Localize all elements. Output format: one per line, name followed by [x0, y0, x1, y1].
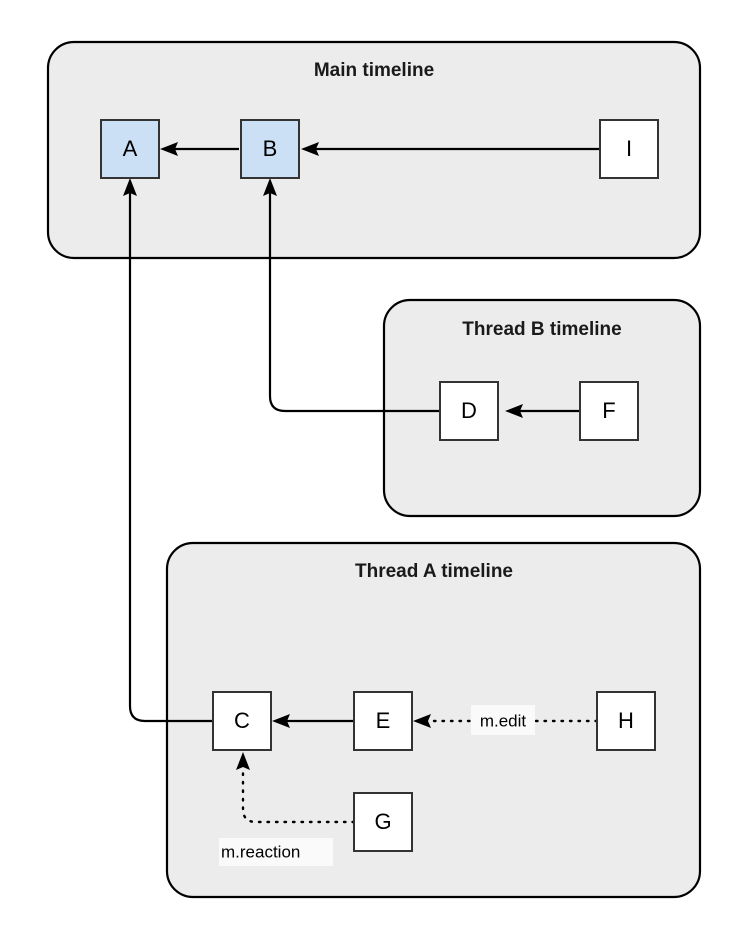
node-i-rect — [599, 119, 659, 179]
node-i-label: I — [626, 136, 632, 161]
node-a-rect — [100, 119, 160, 179]
node-d-rect — [439, 381, 499, 441]
node-e-label: E — [376, 708, 391, 733]
node-f[interactable]: F — [579, 381, 639, 441]
node-f-label: F — [602, 398, 615, 423]
panel-thread-b-timeline[interactable]: Thread B timeline — [382, 298, 702, 518]
edge-e-to-c[interactable] — [272, 714, 354, 728]
edge-e-to-c-arrowhead — [272, 714, 290, 728]
edge-h-to-e-label: m.edit — [480, 711, 527, 730]
edge-g-to-c-line — [241, 766, 356, 824]
edge-c-to-a-line — [128, 190, 213, 723]
node-a-label: A — [123, 136, 138, 161]
panel-thread-b-timeline-rect — [382, 298, 702, 518]
node-g[interactable]: G — [353, 792, 413, 852]
node-h-rect — [596, 691, 656, 751]
node-d-label: D — [461, 398, 477, 423]
edge-h-to-e[interactable]: m.edit — [413, 705, 599, 735]
edge-d-to-b-arrowhead — [263, 178, 277, 196]
edge-i-to-b[interactable] — [301, 142, 600, 156]
node-f-rect — [579, 381, 639, 441]
node-h[interactable]: H — [596, 691, 656, 751]
edge-f-to-d[interactable] — [505, 404, 580, 418]
node-e-rect — [353, 691, 413, 751]
edge-f-to-d-arrowhead — [505, 404, 523, 418]
edge-c-to-a[interactable] — [123, 178, 213, 723]
node-a[interactable]: A — [100, 119, 160, 179]
edge-g-to-c-label-bg — [219, 838, 333, 866]
edge-d-to-b-line — [268, 190, 440, 413]
node-b-label: B — [263, 136, 278, 161]
node-g-label: G — [374, 809, 391, 834]
panel-main-timeline-title: Main timeline — [314, 60, 434, 81]
edge-d-to-b[interactable] — [263, 178, 440, 413]
edge-h-to-e-label-bg — [471, 705, 535, 735]
node-b[interactable]: B — [240, 119, 300, 179]
node-c-rect — [212, 691, 272, 751]
node-g-rect — [353, 792, 413, 852]
edge-g-to-c[interactable]: m.reaction — [219, 752, 356, 866]
panel-thread-b-timeline-title: Thread B timeline — [462, 319, 621, 340]
edge-g-to-c-arrowhead — [236, 752, 250, 770]
node-e[interactable]: E — [353, 691, 413, 751]
edge-i-to-b-arrowhead — [301, 142, 319, 156]
node-d[interactable]: D — [439, 381, 499, 441]
node-c[interactable]: C — [212, 691, 272, 751]
panel-thread-a-timeline-title: Thread A timeline — [355, 561, 513, 582]
node-c-label: C — [234, 708, 250, 733]
node-b-rect — [240, 119, 300, 179]
edge-c-to-a-arrowhead — [123, 178, 137, 196]
edge-b-to-a-arrowhead — [160, 142, 178, 156]
edge-b-to-a[interactable] — [160, 142, 239, 156]
node-i[interactable]: I — [599, 119, 659, 179]
node-h-label: H — [618, 708, 634, 733]
edge-h-to-e-arrowhead — [413, 714, 431, 728]
edge-g-to-c-label: m.reaction — [221, 842, 300, 861]
